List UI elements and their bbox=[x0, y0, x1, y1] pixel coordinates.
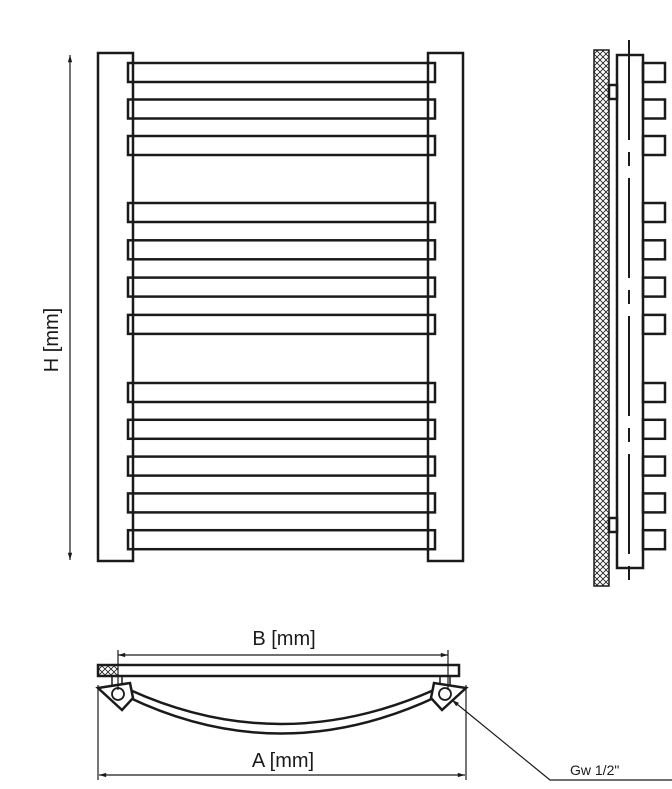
wall-plate bbox=[96, 663, 461, 678]
left-column bbox=[96, 51, 135, 563]
towel-bar bbox=[126, 455, 437, 477]
bar-stub bbox=[641, 98, 667, 120]
bar-stub bbox=[641, 313, 667, 336]
left-connector bbox=[95, 681, 135, 712]
right-column bbox=[426, 51, 465, 563]
bar-stub bbox=[641, 455, 667, 477]
front-view: H [mm] bbox=[41, 51, 465, 563]
towel-bar bbox=[126, 239, 437, 261]
wall-section bbox=[593, 49, 610, 587]
connection-label: Gw 1/2" bbox=[570, 762, 619, 778]
bar-stub bbox=[641, 528, 667, 551]
wall-hatch bbox=[99, 666, 118, 675]
bar-stub bbox=[641, 418, 667, 441]
bar-stub bbox=[641, 201, 667, 224]
top-view: B [mm] A [mm] Gw 1/2" bbox=[95, 628, 672, 781]
front-bars bbox=[126, 61, 437, 551]
width-label: A [mm] bbox=[252, 750, 314, 772]
towel-bar bbox=[126, 381, 437, 404]
bar-stub bbox=[641, 492, 667, 514]
bar-stub bbox=[641, 276, 667, 298]
towel-bar bbox=[126, 276, 437, 298]
towel-bar bbox=[126, 528, 437, 551]
towel-bar bbox=[126, 98, 437, 120]
bar-stub bbox=[641, 61, 667, 84]
bar-stub bbox=[641, 134, 667, 157]
side-bar-stubs bbox=[641, 61, 667, 551]
bar-stub bbox=[641, 381, 667, 404]
towel-bar bbox=[126, 418, 437, 441]
bar-arc-inner bbox=[129, 688, 435, 726]
spacing-label: B [mm] bbox=[252, 628, 315, 650]
towel-bar bbox=[126, 313, 437, 336]
height-label: H [mm] bbox=[41, 308, 63, 372]
towel-bar bbox=[126, 61, 437, 84]
connection-leader bbox=[451, 699, 672, 781]
bar-stub bbox=[641, 239, 667, 261]
towel-bar bbox=[126, 201, 437, 224]
side-view bbox=[593, 40, 667, 587]
towel-bar bbox=[126, 492, 437, 514]
towel-bar bbox=[126, 134, 437, 157]
bar-arc-outer bbox=[127, 695, 437, 735]
